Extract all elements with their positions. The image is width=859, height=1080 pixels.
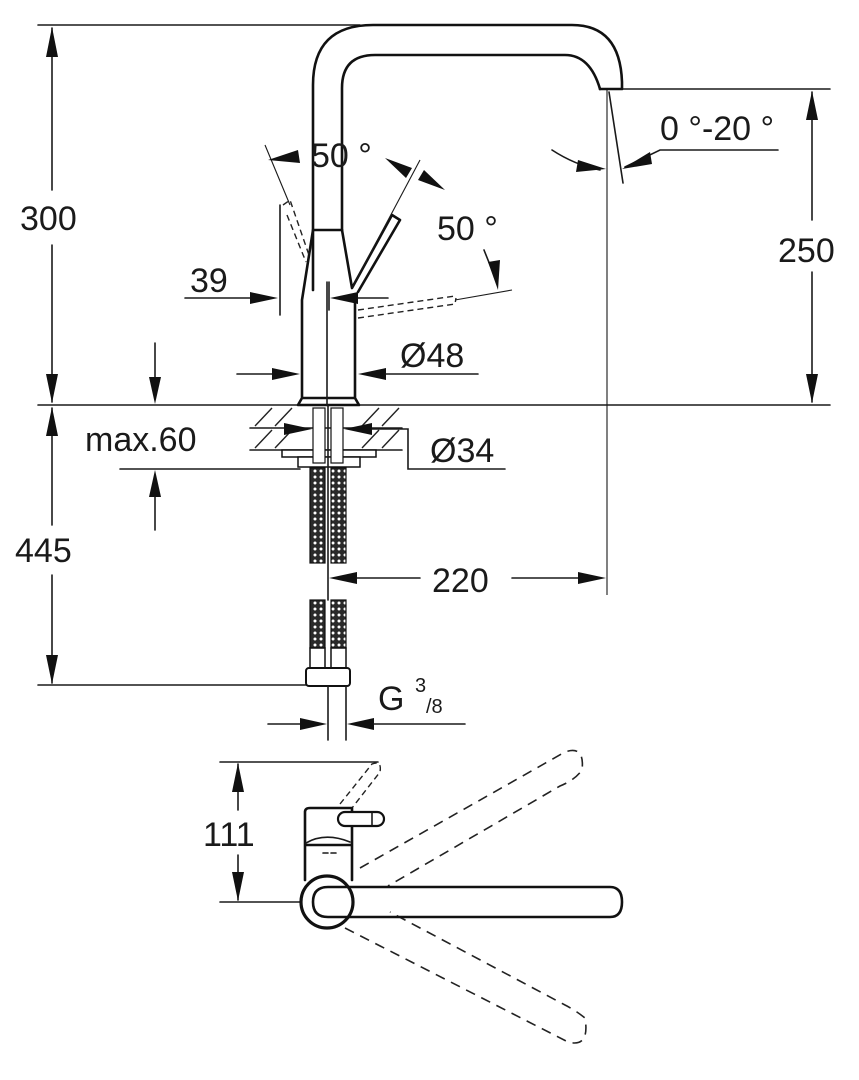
hose-left-lower	[309, 599, 326, 649]
tap-body	[296, 228, 361, 407]
arrow-left-icon	[329, 572, 357, 584]
arrow-up-icon	[149, 470, 161, 497]
arrow-right-icon	[272, 368, 300, 380]
dim-hose-length: 445	[15, 532, 72, 570]
angle-lever-left: 50 °	[311, 137, 372, 175]
hose-nut	[305, 667, 351, 687]
dim-max-deck: max.60	[85, 421, 197, 459]
arrow-down-icon	[149, 377, 161, 404]
dim-hole-diameter: Ø34	[430, 432, 494, 470]
spout-inner	[340, 53, 602, 232]
arrow-up-icon	[46, 27, 58, 57]
hose-ferrule-right	[330, 647, 347, 669]
arrow-down-icon	[46, 374, 58, 403]
dim-total-height: 300	[20, 200, 77, 238]
top-view-lever	[336, 810, 386, 828]
hose-left-upper	[309, 467, 326, 564]
hose-right-upper	[330, 467, 347, 564]
arrow-up-icon	[232, 763, 244, 792]
lever-ghost-top	[339, 762, 382, 809]
dim-thread-prefix: G	[378, 680, 404, 718]
lever-ghost-left	[282, 198, 311, 263]
arrow-down-icon	[488, 260, 500, 290]
hose-ferrule-left	[309, 647, 326, 669]
dim-spout-height: 250	[778, 232, 835, 270]
arrow-up-icon	[806, 91, 818, 120]
arrow-up-left-icon	[385, 158, 412, 178]
arrow-left-icon	[358, 368, 386, 380]
countertop-section	[249, 407, 403, 468]
dim-top-view-depth: 111	[203, 816, 255, 854]
lever-right-axis	[454, 289, 513, 301]
arrow-right-icon	[300, 718, 327, 730]
arrow-down-right-icon	[418, 170, 445, 190]
dim-thread-denominator: /8	[426, 696, 443, 718]
dim-34-leader	[371, 428, 506, 470]
arrow-down-icon	[806, 374, 818, 403]
arrow-left-icon	[330, 292, 358, 304]
arrow-right-icon	[576, 160, 606, 172]
angle-spout-tilt: 0 °-20 °	[660, 110, 774, 148]
arrow-down-icon	[46, 655, 58, 684]
top-view-body	[303, 806, 354, 882]
spout-ghost-lower	[344, 911, 587, 1044]
top-body-curve	[305, 836, 351, 844]
spout-ghost-upper	[359, 749, 584, 887]
lever-axis	[351, 159, 421, 289]
dim-body-diameter: Ø48	[400, 337, 464, 375]
lever-ghost-right	[357, 295, 457, 319]
spout-base-ring	[299, 874, 355, 930]
arrow-left-icon	[268, 150, 300, 163]
lever-handle	[340, 213, 402, 294]
arrow-right-icon	[284, 423, 312, 435]
top-view: 111	[203, 749, 624, 1044]
dim-spout-reach: 220	[432, 562, 489, 600]
arrow-up-icon	[46, 407, 58, 436]
arrow-right-icon	[578, 572, 606, 584]
side-view: 300 250 0 °-20 ° 50 ° 50 ° 39	[15, 23, 835, 741]
top-view-spout	[311, 885, 624, 919]
spout-tilt-line	[608, 91, 624, 184]
dim-lever-offset: 39	[190, 262, 228, 300]
angle-lever-right: 50 °	[437, 210, 498, 248]
arrow-right-icon	[250, 292, 278, 304]
arrow-down-icon	[232, 872, 244, 901]
lever-left-axis	[264, 144, 291, 206]
spout-outer	[311, 23, 624, 292]
arrow-left-icon	[344, 423, 372, 435]
hose-right-lower	[330, 599, 347, 649]
arrow-left-icon	[347, 718, 374, 730]
dim-thread-numerator: 3	[415, 675, 426, 697]
arrow-left-icon	[622, 152, 652, 169]
